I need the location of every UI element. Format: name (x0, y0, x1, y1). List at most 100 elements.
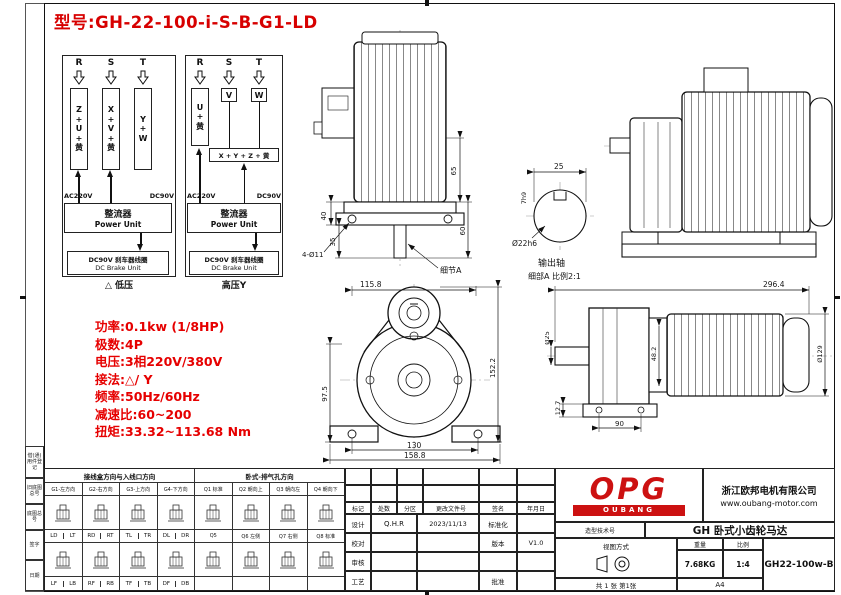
model-title: 型号:GH-22-100-i-S-B-G1-LD (54, 13, 318, 32)
sheet-count: 共 1 张 第1张 (555, 578, 677, 591)
version-label: 版本 (479, 533, 517, 552)
gearmotor-side-view-drawing: 296.4 Ø25 48.2 Ø129 12.7 90 (545, 280, 833, 432)
hollow-down-arrow-icon (105, 70, 117, 85)
centering-mark-right (834, 296, 840, 299)
design-date: 2023/11/13 (417, 514, 479, 533)
rectifier-label-en: Power Unit (210, 220, 258, 229)
gearbox-front-view-drawing: 115.8 97.5 152.2 130 158.8 (322, 280, 502, 464)
dim-shaft-dia-label: Ø22h6 (512, 239, 537, 248)
orientation-code: RB (100, 580, 119, 587)
dim-25-label: 25 (554, 162, 564, 171)
wiring-diagram-high-voltage: R S T U + 黄 V W X + Y + Z + 黄 AC220V DC9… (185, 55, 283, 291)
rev-col-header: 处数 (371, 502, 397, 514)
wire (258, 102, 260, 148)
spec-line: 扭矩:33.32~113.68 Nm (95, 424, 252, 439)
dim-129-label: Ø129 (816, 345, 824, 363)
drawing-number: GH22-100w-B (763, 538, 835, 591)
brake-unit-box: DC90V 刹车器线圈 DC Brake Unit (67, 251, 169, 275)
g-label: G3-上方向 (120, 483, 158, 495)
phase-t-label: T (139, 58, 147, 68)
wire-up (199, 154, 201, 203)
craft-label: 工艺 (345, 571, 371, 591)
phase-s-label: S (225, 58, 233, 68)
wiring-diagram-low-voltage: R S T Z + U + 黄 X + V + 黄 Y + W AC220V D… (62, 55, 176, 291)
rev-col-header: 签名 (479, 502, 517, 514)
motor-icon (205, 504, 222, 521)
orientation-code: RD (87, 533, 96, 539)
terminal-box-yw: Y + W (134, 88, 152, 170)
q-label: Q4 朝向下 (313, 486, 338, 493)
rev-col-header: 年月日 (517, 502, 555, 514)
dim-shaft-dia-label: Ø25 (545, 331, 551, 344)
margin-label: 签字 (29, 542, 40, 548)
detail-a-callout: 细节A (440, 265, 462, 275)
brake-label-cn: DC90V 刹车器线圈 (204, 256, 264, 264)
star-link-box: X + Y + Z + 黄 (209, 148, 279, 162)
motor-icon (55, 504, 72, 521)
dim-130-label: 130 (407, 441, 422, 450)
orientation-code: LD (50, 533, 58, 539)
margin-label: 底图总号 (27, 511, 43, 523)
product-name: GH 卧式小齿轮马达 (645, 522, 835, 538)
brake-label-en: DC Brake Unit (95, 264, 141, 272)
wire-up (110, 176, 112, 203)
rectifier-label-cn: 整流器 (220, 210, 248, 220)
motor-icon (130, 504, 147, 521)
orientation-code: TL (125, 533, 133, 539)
view-mode-cell: 视图方式 (555, 538, 677, 578)
rev-col-header: 分区 (397, 502, 423, 514)
detail-scale-label: 细部A 比例2:1 (528, 271, 581, 281)
g-label: G4-下方向 (158, 483, 195, 495)
terminal-box-u: U + 黄 (191, 88, 209, 146)
margin-box: 底图总号 (25, 504, 44, 530)
terminal-box-zu: Z + U + 黄 (70, 88, 88, 170)
spec-list: 功率:0.1kw (1/8HP) 极数:4P 电压:3相220V/380V 接法… (95, 316, 251, 439)
q-label: Q5 (195, 530, 233, 542)
orientation-code: DL (162, 533, 171, 539)
orientation-code: RT (100, 533, 119, 539)
rectifier-box: 整流器 Power Unit (64, 203, 172, 233)
dim-158-label: 158.8 (404, 451, 426, 460)
dim-key-label: 7h9 (520, 192, 528, 204)
up-arrow-icon (196, 148, 202, 155)
orientation-code: DR (175, 533, 194, 539)
orientation-header-right: 卧式-排气孔方向 (245, 472, 294, 481)
up-arrow-icon (240, 163, 247, 170)
wire-down (255, 233, 257, 245)
weight-label: 重量 (677, 538, 723, 550)
orientation-code: DB (175, 580, 194, 587)
standard-label: 标准化 (479, 514, 517, 533)
logo-subtitle-bar: OUBANG (573, 504, 685, 516)
rectifier-box: 整流器 Power Unit (187, 203, 281, 233)
dim-296-label: 296.4 (763, 280, 785, 289)
margin-label: 日期 (29, 572, 40, 579)
wire-down (140, 233, 142, 245)
motor-icon (167, 504, 184, 521)
terminal-box-w: W (251, 88, 267, 102)
company-name: 浙江欧邦电机有限公司 (721, 485, 817, 497)
motor-icon (92, 504, 109, 521)
rev-col-header: 标记 (345, 502, 371, 514)
orientation-code: LF (50, 580, 57, 587)
motor-icon (92, 551, 109, 568)
wiring-border (185, 55, 283, 277)
dim-115-label: 115.8 (360, 280, 382, 289)
motor-icon (242, 504, 259, 521)
dim-holes-label: 4-Ø11 (302, 251, 323, 259)
title-block: 标记 处数 分区 更改文件号 签名 年月日 设计 Q.H.R 2023/11/1… (345, 468, 835, 591)
dim-60-label: 60 (459, 227, 467, 236)
audit-label: 审核 (345, 552, 371, 571)
rectifier-label-cn: 整流器 (104, 210, 132, 220)
dim-152-label: 152.2 (489, 358, 497, 378)
spec-line: 减速比:60~200 (95, 406, 192, 422)
design-name: Q.H.R (371, 514, 417, 533)
brake-label-en: DC Brake Unit (211, 264, 257, 272)
motor-icon (280, 551, 297, 568)
orientation-code: LB (62, 580, 82, 587)
wire-up (243, 170, 245, 203)
orientation-code: LT (62, 533, 82, 539)
motor-icon (280, 504, 297, 521)
wire (228, 102, 230, 148)
g-label: G1-左方向 (45, 483, 83, 495)
